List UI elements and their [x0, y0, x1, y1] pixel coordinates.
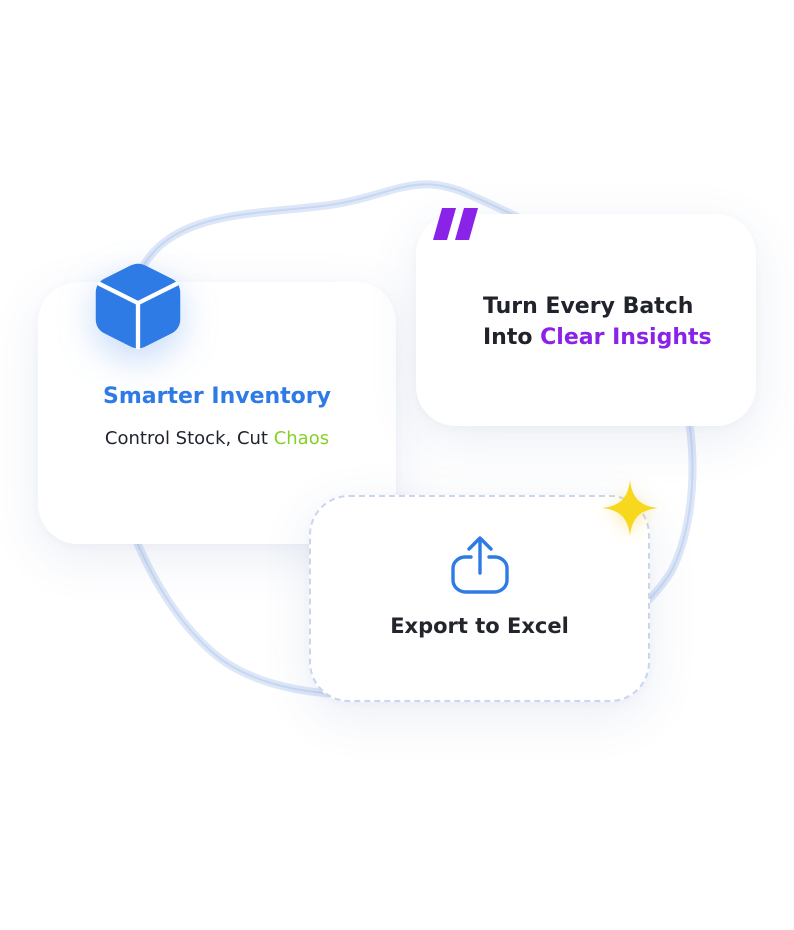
quote-icon	[433, 208, 478, 240]
upload-icon[interactable]	[450, 535, 510, 595]
insights-card	[416, 214, 756, 426]
insights-line-1: Turn Every Batch	[483, 294, 694, 319]
export-label: Export to Excel	[390, 614, 569, 638]
inventory-subtitle-main: Control Stock, Cut	[104, 428, 274, 449]
box-icon	[95, 263, 181, 350]
sparkle-icon	[602, 480, 658, 536]
inventory-subtitle: Control Stock, Cut Chaos	[38, 428, 396, 449]
insights-line-2-prefix: Into	[483, 325, 541, 350]
export-card[interactable]	[309, 495, 650, 702]
insights-line-2: Into Clear Insights	[483, 325, 712, 350]
inventory-subtitle-accent: Chaos	[273, 428, 330, 449]
insights-line-2-accent: Clear Insights	[540, 325, 712, 350]
inventory-title: Smarter Inventory	[102, 384, 331, 409]
